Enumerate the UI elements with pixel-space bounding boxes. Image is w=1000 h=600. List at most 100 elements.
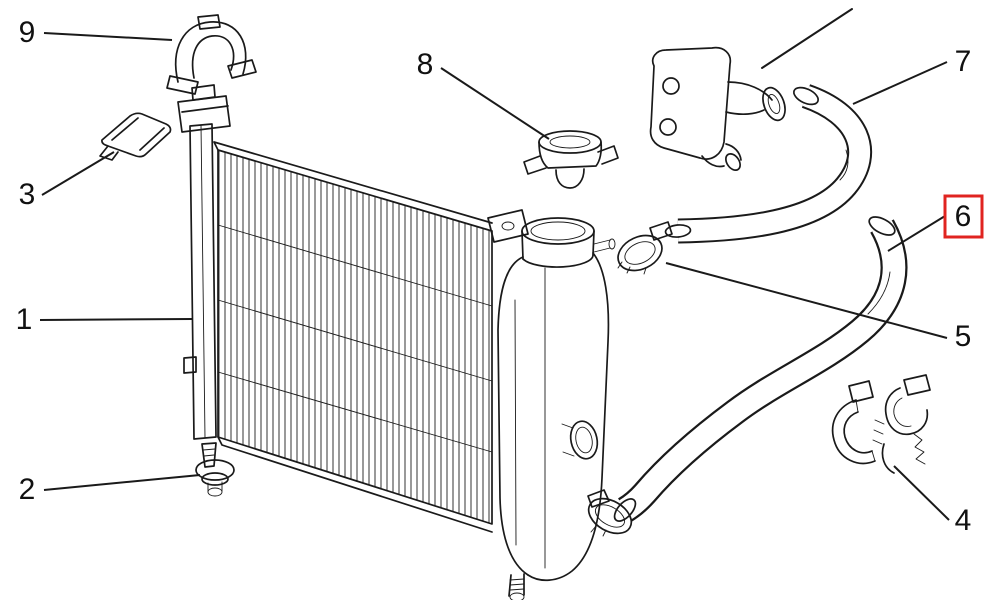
callout-9[interactable]: 9: [19, 16, 173, 49]
callout-8-label[interactable]: 8: [417, 48, 434, 81]
clamp-lower-band-inner: [594, 504, 626, 528]
filler-neck-inner: [530, 221, 586, 241]
callout-2[interactable]: 2: [19, 473, 201, 506]
callout-4-label[interactable]: 4: [955, 504, 972, 537]
bracket-top-tab: [197, 14, 221, 30]
callout-1-leader: [39, 318, 193, 321]
clip-notch: [99, 145, 119, 161]
callout-3[interactable]: 3: [19, 151, 115, 211]
upper-hose-bend-mark: [839, 149, 849, 181]
clip-b-inner: [893, 397, 912, 427]
callout-1-label[interactable]: 1: [16, 303, 33, 336]
clip-a-outer: [831, 399, 876, 465]
tank-top-bracket: [487, 209, 529, 243]
tank-drain-screw: [508, 573, 525, 597]
part-upper-hose: [664, 84, 873, 244]
clamp-lower-slots: [590, 525, 607, 537]
cap-valve: [555, 168, 585, 189]
part-radiator-cap: [523, 130, 619, 189]
radiator-top-band: [213, 141, 493, 224]
lower-hose-bend-mark: [867, 271, 891, 315]
clip-body: [101, 112, 172, 158]
radiator-left-channel: [189, 123, 217, 440]
callout-2-leader: [43, 474, 201, 491]
callout-4[interactable]: 4: [893, 465, 972, 537]
clip-b-outer: [884, 387, 929, 436]
part-thermostat-housing: [649, 8, 853, 171]
radiator-header-notch: [191, 84, 216, 101]
callouts-layer: 9 3 1 2 8 7 6 5: [16, 16, 984, 537]
callout-6-label[interactable]: 6: [955, 200, 972, 233]
housing-port-end-inner: [767, 93, 781, 115]
clip-ridge-2: [139, 127, 165, 151]
clamp-lower-band: [587, 497, 633, 535]
tank-outlet-inner: [575, 426, 593, 454]
cap-top-inner: [549, 135, 591, 149]
part-mounting-bracket: [166, 14, 257, 95]
callout-9-leader: [43, 32, 173, 41]
callout-1[interactable]: 1: [16, 303, 193, 336]
lower-hose-end-top: [868, 216, 896, 236]
callout-6-highlight-box: [943, 194, 984, 239]
part-drain-grommet: [195, 459, 235, 497]
callout-5[interactable]: 5: [665, 262, 972, 353]
callout-6[interactable]: 6: [887, 194, 984, 252]
callout-3-leader: [41, 151, 115, 196]
grommet-flange: [201, 472, 229, 486]
radiator-side-tab: [183, 356, 197, 374]
callout-7[interactable]: 7: [852, 45, 972, 105]
bracket-inner: [191, 35, 235, 79]
housing-bolt-hole-top: [662, 77, 680, 95]
callout-5-label[interactable]: 5: [955, 320, 972, 353]
tank-drain-ridges: [509, 578, 525, 591]
tank-outlet: [569, 420, 599, 460]
upper-hose-fill: [677, 86, 871, 242]
radiator-core: [217, 149, 493, 525]
callout-2-label[interactable]: 2: [19, 473, 36, 506]
bracket-left-foot: [166, 75, 199, 95]
tank-drain-tip: [509, 592, 525, 600]
radiator-drain-stem: [201, 442, 217, 468]
grommet-tip: [207, 487, 223, 497]
clamp-lower-screw: [587, 489, 610, 508]
overflow-nipple: [593, 239, 611, 253]
clip-b-foot: [881, 443, 895, 474]
clip-b-zigzag: [913, 433, 926, 465]
housing-leader-line: [761, 8, 853, 69]
radiator-header-line: [181, 105, 229, 113]
cap-right-ear: [597, 145, 619, 165]
callout-9-label[interactable]: 9: [19, 16, 36, 49]
part-lower-hose: [613, 216, 908, 522]
housing-stub-lines: [701, 143, 742, 168]
cap-left-ear: [523, 155, 547, 175]
housing-port-bottom-line: [725, 109, 765, 116]
cap-top: [538, 130, 602, 154]
part-clamp-kit: [831, 374, 931, 474]
clip-a-inner: [843, 411, 873, 454]
housing-port-end: [762, 86, 786, 122]
clamp-upper-band-inner: [624, 241, 656, 265]
callout-7-label[interactable]: 7: [955, 45, 972, 78]
part-radiator: [177, 84, 616, 600]
part-retaining-clip: [99, 112, 172, 161]
upper-hose-end-top: [793, 86, 819, 106]
tank-bracket-hole: [501, 221, 515, 231]
clamp-upper-band: [617, 234, 663, 272]
callout-5-leader: [665, 262, 948, 339]
callout-7-leader: [852, 61, 948, 105]
radiator-core-line-2: [217, 299, 493, 382]
clip-a-teeth: [872, 419, 885, 445]
lower-hose-fill: [619, 220, 906, 520]
callout-8[interactable]: 8: [417, 48, 550, 140]
clip-a-tab: [848, 380, 874, 403]
radiator-bottom-band: [217, 436, 493, 533]
callout-6-leader: [887, 215, 946, 252]
grommet-dome: [195, 459, 235, 481]
clamp-upper-screw: [649, 221, 673, 241]
radiator-header-box: [177, 95, 231, 133]
callout-3-label[interactable]: 3: [19, 178, 36, 211]
tank-left-edge: [497, 256, 529, 576]
filler-neck-sides: [521, 230, 595, 260]
